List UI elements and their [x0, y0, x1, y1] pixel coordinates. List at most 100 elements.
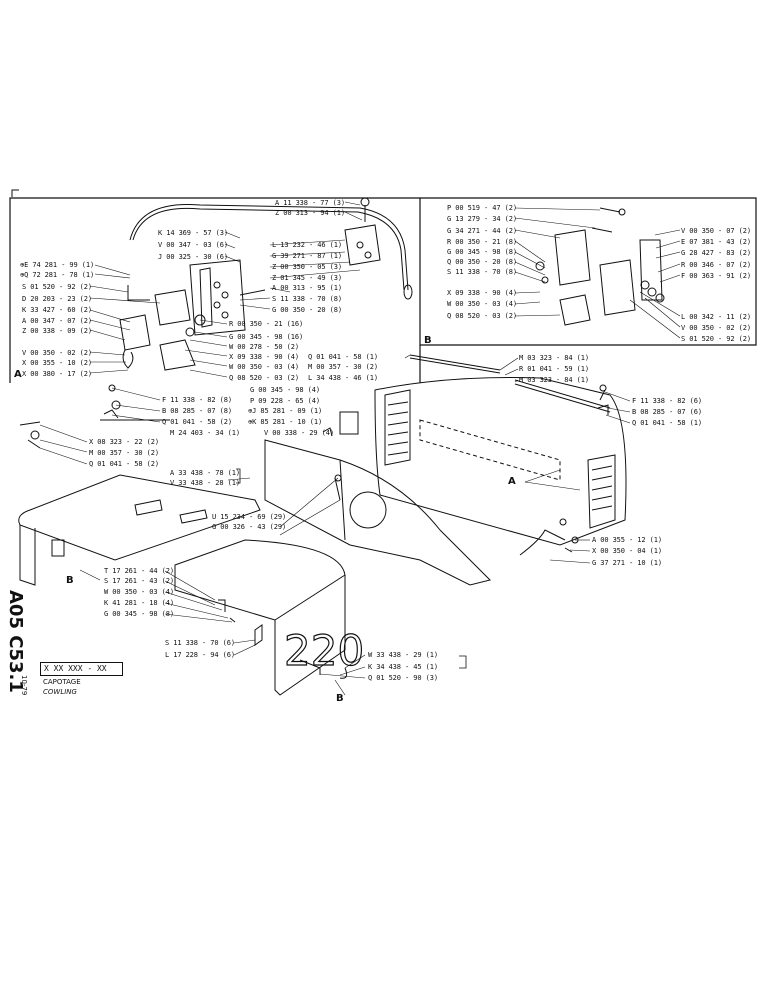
- part-label: A 00 313 - 95 (1): [272, 284, 342, 292]
- title-french: CAPOTAGE: [43, 678, 81, 686]
- detail-a-marker: A: [14, 369, 22, 380]
- part-label: U 15 234 - 69 (29): [212, 513, 287, 521]
- part-label: F 00 363 - 91 (2): [681, 272, 751, 280]
- part-label: G 00 350 - 20 (8): [272, 306, 342, 314]
- part-label: Q 01 041 - 58 (1): [308, 353, 378, 361]
- part-label: Z 01 345 - 49 (3): [272, 274, 342, 282]
- detail-b-parts: [535, 207, 665, 326]
- part-label: G 34 271 - 44 (2): [447, 227, 517, 235]
- part-label: M 03 323 - 84 (1): [519, 354, 589, 362]
- part-label: L 13 232 - 46 (1): [272, 241, 342, 249]
- detail-b-frame: [420, 197, 757, 346]
- part-label: T 17 261 - 44 (2): [104, 567, 174, 575]
- part-label: R 00 350 - 21 (8): [447, 238, 517, 246]
- part-label: K 33 427 - 60 (2): [22, 306, 92, 314]
- part-label: Q 01 041 - 58 (2): [162, 418, 232, 426]
- part-label: G 00 345 - 98 (8): [447, 248, 517, 256]
- part-label: L 00 342 - 11 (2): [681, 313, 751, 321]
- part-label: W 00 278 - 50 (2): [229, 343, 299, 351]
- part-label: F 11 338 - 82 (6): [632, 397, 702, 405]
- part-label: Q 01 041 - 58 (1): [632, 419, 702, 427]
- part-label: V 00 350 - 02 (2): [681, 324, 751, 332]
- part-label: W 00 350 - 03 (4): [229, 363, 299, 371]
- part-label: G 13 279 - 34 (2): [447, 215, 517, 223]
- part-label: ⊕K 85 281 - 10 (1): [248, 418, 323, 426]
- sheet-date: 10-79: [20, 675, 28, 696]
- part-label: G 00 345 - 98 (16): [229, 333, 304, 341]
- part-label: Q 01 041 - 58 (2): [89, 460, 159, 468]
- part-label: G 37 271 - 10 (1): [592, 559, 662, 567]
- part-label: G 39 271 - 87 (1): [272, 252, 342, 260]
- part-label: B 08 285 - 07 (6): [632, 408, 702, 416]
- part-label: X 00 380 - 17 (2): [22, 370, 92, 378]
- part-label: Z 00 313 - 94 (1): [275, 209, 345, 217]
- part-label: A 00 347 - 07 (2): [22, 317, 92, 325]
- part-label: S 11 338 - 70 (8): [447, 268, 517, 276]
- part-label: E 07 381 - 43 (2): [681, 238, 751, 246]
- model-number-graphic: 220: [284, 626, 364, 675]
- part-label: G 00 345 - 98 (8): [104, 610, 174, 618]
- part-label: Q 01 520 - 90 (3): [368, 674, 438, 682]
- part-label: V 00 350 - 07 (2): [681, 227, 751, 235]
- part-label: ⊕E 74 281 - 99 (1): [20, 261, 95, 269]
- corner-mark: [11, 189, 19, 197]
- part-label: M 00 357 - 30 (2): [308, 363, 378, 371]
- part-label: G 00 345 - 98 (4): [250, 386, 320, 394]
- part-label: Z 00 338 - 09 (2): [22, 327, 92, 335]
- part-label: Q 08 520 - 03 (2): [229, 374, 299, 382]
- main-a-marker: A: [508, 476, 516, 487]
- part-label: K 41 281 - 18 (4): [104, 599, 174, 607]
- part-number-box: X XX XXX - XX: [40, 662, 123, 676]
- part-label: S 01 520 - 92 (2): [681, 335, 751, 343]
- part-label: M 24 403 - 34 (1): [170, 429, 240, 437]
- part-label: W 00 350 - 03 (4): [104, 588, 174, 596]
- part-label: V 00 350 - 02 (2): [22, 349, 92, 357]
- part-label: V 33 438 - 28 (1): [170, 479, 240, 487]
- part-label: Q 00 350 - 20 (8): [447, 258, 517, 266]
- part-label: F 11 338 - 82 (8): [162, 396, 232, 404]
- part-label: S 11 338 - 70 (6): [165, 639, 235, 647]
- part-label: X 09 338 - 90 (4): [447, 289, 517, 297]
- part-label: L 34 438 - 46 (1): [308, 374, 378, 382]
- leader-lines: [39, 201, 681, 696]
- part-label: A 33 438 - 78 (1): [170, 469, 240, 477]
- part-label: X 09 338 - 90 (4): [229, 353, 299, 361]
- brace-marks: [236, 468, 467, 669]
- part-label: X 00 355 - 10 (2): [22, 359, 92, 367]
- sheet-reference: A05 C53.1: [5, 590, 46, 720]
- main-b-marker-1: B: [66, 575, 74, 586]
- part-label: L 17 228 - 94 (6): [165, 651, 235, 659]
- part-label: G 00 326 - 43 (29): [212, 523, 287, 531]
- part-label: V 00 347 - 03 (6): [158, 241, 228, 249]
- part-label: A 00 355 - 12 (1): [592, 536, 662, 544]
- part-label: W 00 350 - 03 (4): [447, 300, 517, 308]
- part-label: X 00 350 - 04 (1): [592, 547, 662, 555]
- detail-a-parts: [119, 197, 413, 371]
- part-label: J 00 325 - 30 (6): [158, 253, 228, 261]
- part-label: R 00 350 - 21 (16): [229, 320, 304, 328]
- part-label: B 08 285 - 07 (8): [162, 407, 232, 415]
- part-label: G 28 427 - 83 (2): [681, 249, 751, 257]
- part-label: R 01 041 - 59 (1): [519, 365, 589, 373]
- part-label: W 33 438 - 29 (1): [368, 651, 438, 659]
- part-label: ⊕Q 72 281 - 78 (1): [20, 271, 95, 279]
- part-label: M 00 357 - 30 (2): [89, 449, 159, 457]
- part-label: R 00 346 - 07 (2): [681, 261, 751, 269]
- part-label: A 11 338 - 77 (3): [275, 199, 345, 207]
- title-english: COWLING: [43, 688, 77, 696]
- part-label: P 00 519 - 47 (2): [447, 204, 517, 212]
- part-label: Z 00 350 - 05 (3): [272, 263, 342, 271]
- detail-b-marker: B: [424, 335, 432, 346]
- part-label: S 11 338 - 70 (8): [272, 295, 342, 303]
- part-label: K 34 438 - 45 (1): [368, 663, 438, 671]
- part-label: K 14 369 - 57 (3): [158, 229, 228, 237]
- part-label: P 09 228 - 65 (4): [250, 397, 320, 405]
- part-label: D 20 203 - 23 (2): [22, 295, 92, 303]
- part-label: V 00 338 - 29 (4): [264, 429, 334, 437]
- part-label: M 03 323 - 84 (1): [519, 376, 589, 384]
- detail-a-frame: [9, 197, 421, 383]
- part-label: X 08 323 - 22 (2): [89, 438, 159, 446]
- part-label: S 01 520 - 92 (2): [22, 283, 92, 291]
- part-label: S 17 261 - 43 (2): [104, 577, 174, 585]
